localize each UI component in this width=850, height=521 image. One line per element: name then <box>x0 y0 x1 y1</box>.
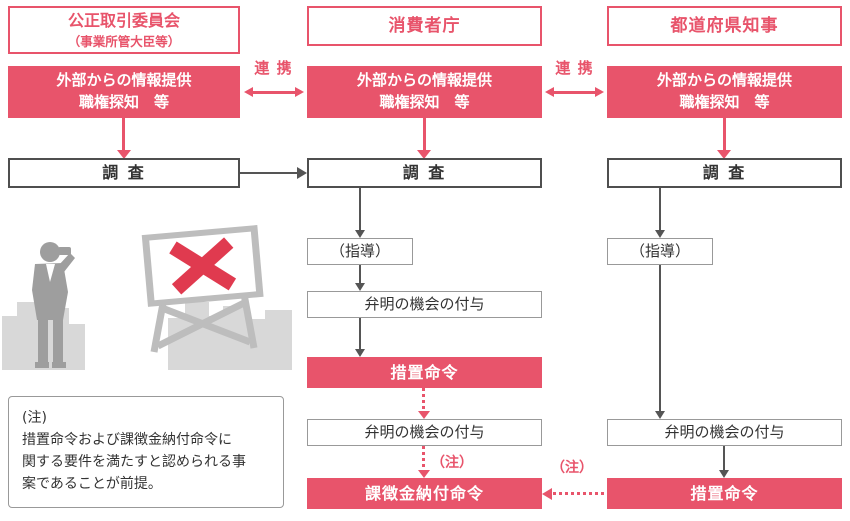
arrowhead-left <box>542 488 552 500</box>
billboard <box>141 225 264 307</box>
arrowhead-down <box>717 150 731 159</box>
observer-person <box>32 242 75 368</box>
header-ftc-subtitle: （事業所管大臣等） <box>67 33 181 49</box>
header-caa-title: 消費者庁 <box>388 15 461 36</box>
arrowhead-left <box>244 87 253 97</box>
billboard-legs <box>150 293 258 353</box>
arrowhead-down <box>418 470 430 478</box>
header-governor-title: 都道府県知事 <box>670 15 779 36</box>
arrow-investigation-to-guidance-governor <box>659 188 661 231</box>
info-source-ftc-line1: 外部からの情報提供 <box>56 71 192 90</box>
arrowhead-down <box>655 411 665 419</box>
arrowhead-right <box>297 167 307 179</box>
explanation-opportunity-governor: 弁明の機会の付与 <box>607 419 842 446</box>
dotted-arrow-governor-order-to-surcharge <box>553 492 607 495</box>
header-ftc: 公正取引委員会 （事業所管大臣等） <box>8 6 240 54</box>
note-ref-caa: （注） <box>431 455 473 471</box>
info-source-governor-line2: 職権探知 等 <box>679 93 770 111</box>
arrow-explanation-to-order-caa <box>359 318 361 350</box>
info-source-caa: 外部からの情報提供 職権探知 等 <box>307 66 542 118</box>
info-source-ftc-line2: 職権探知 等 <box>78 93 169 111</box>
arrow-info-to-investigation-governor <box>723 118 726 150</box>
header-caa: 消費者庁 <box>307 6 542 46</box>
arrowhead-left <box>545 87 554 97</box>
investigation-ftc: 調 査 <box>8 158 240 188</box>
binoculars-icon <box>58 247 71 255</box>
arrowhead-down <box>655 230 665 238</box>
info-source-governor-line1: 外部からの情報提供 <box>656 71 792 90</box>
arrowhead-down <box>417 150 431 159</box>
header-governor: 都道府県知事 <box>607 6 842 46</box>
arrowhead-down <box>418 411 430 419</box>
cooperation-arrow-left <box>244 86 304 98</box>
arrow-info-to-investigation-caa <box>423 118 426 150</box>
arrow-shaft <box>554 90 595 94</box>
explanation-opportunity-caa-2: 弁明の機会の付与 <box>307 419 542 446</box>
investigation-governor: 調 査 <box>607 158 842 188</box>
info-source-caa-line2: 職権探知 等 <box>379 93 470 111</box>
cooperation-label-left: 連 携 <box>254 59 293 77</box>
arrow-info-to-investigation-ftc <box>122 118 125 150</box>
dotted-arrow-explanation2-to-surcharge-caa <box>422 446 425 471</box>
cooperation-arrow-right <box>545 86 604 98</box>
cooperation-label-right: 連 携 <box>555 59 594 77</box>
arrowhead-down <box>719 470 729 478</box>
info-source-governor: 外部からの情報提供 職権探知 等 <box>607 66 842 118</box>
guidance-governor: （指導） <box>607 238 713 265</box>
arrow-guidance-to-explanation-caa <box>359 265 361 284</box>
investigation-caa: 調 査 <box>307 158 542 188</box>
dotted-arrow-order-to-explanation2-caa <box>422 388 425 412</box>
info-source-caa-line1: 外部からの情報提供 <box>356 71 492 90</box>
arrowhead-down <box>355 283 365 291</box>
guidance-caa: （指導） <box>307 238 413 265</box>
action-order-governor: 措置命令 <box>607 478 842 509</box>
shirt <box>46 264 55 282</box>
arrow-ftc-to-caa-investigation <box>240 172 297 174</box>
arrowhead-down <box>355 230 365 238</box>
x-mark <box>169 237 237 295</box>
watchdog-illustration <box>2 225 292 370</box>
surcharge-payment-order: 課徴金納付命令 <box>307 478 542 509</box>
arrowhead-down <box>355 349 365 357</box>
note-box: (注) 措置命令および課徴金納付命令に 関する要件を満たすと認められる事 案であ… <box>8 396 284 508</box>
header-ftc-title: 公正取引委員会 <box>67 11 180 31</box>
action-order-caa: 措置命令 <box>307 357 542 388</box>
arrow-guidance-to-explanation-governor <box>659 265 661 412</box>
arrowhead-right <box>595 87 604 97</box>
explanation-opportunity-caa-1: 弁明の機会の付与 <box>307 291 542 318</box>
arrowhead-right <box>295 87 304 97</box>
arrow-explanation-to-order-governor <box>723 446 725 471</box>
arrowhead-down <box>117 150 131 159</box>
info-source-ftc: 外部からの情報提供 職権探知 等 <box>8 66 240 118</box>
note-ref-governor: （注） <box>551 460 593 476</box>
arrow-shaft <box>253 90 295 94</box>
arrow-investigation-to-guidance-caa <box>359 188 361 231</box>
